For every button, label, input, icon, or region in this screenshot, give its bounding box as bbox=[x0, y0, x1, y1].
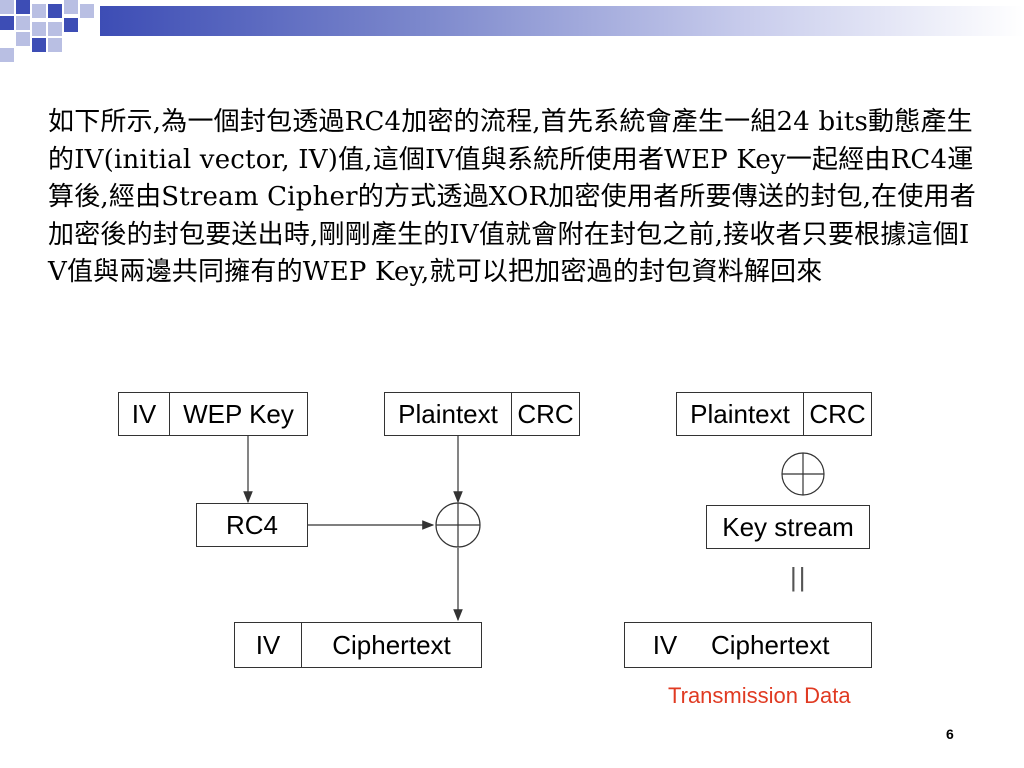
iv-wep-key-box: IV WEP Key bbox=[118, 392, 308, 436]
wep-key-label: WEP Key bbox=[169, 393, 307, 435]
equals-sign: || bbox=[790, 562, 808, 592]
ciphertext-label: Ciphertext bbox=[301, 623, 481, 667]
decor-square bbox=[64, 0, 78, 14]
iv-label: IV bbox=[131, 398, 157, 429]
decor-square bbox=[48, 4, 62, 18]
iv-label: IV bbox=[652, 629, 678, 660]
crc-label: CRC bbox=[511, 393, 579, 435]
iv-ciphertext-box: IV Ciphertext bbox=[234, 622, 482, 668]
iv-label: IV bbox=[255, 629, 281, 660]
decor-square bbox=[32, 22, 46, 36]
decor-square bbox=[16, 16, 30, 30]
iv-ciphertext-box: IV Ciphertext bbox=[624, 622, 872, 668]
xor-icon bbox=[435, 502, 481, 548]
decor-square bbox=[32, 4, 46, 18]
decor-square bbox=[0, 0, 14, 14]
page-number: 6 bbox=[946, 726, 954, 742]
decor-square bbox=[48, 38, 62, 52]
plaintext-label: Plaintext bbox=[690, 398, 790, 429]
decor-square bbox=[0, 16, 14, 30]
rc4-box: RC4 bbox=[196, 503, 308, 547]
decor-square bbox=[0, 48, 14, 62]
body-paragraph: 如下所示,為一個封包透過RC4加密的流程,首先系統會產生一組24 bits動態產… bbox=[48, 107, 976, 287]
title-bar-gradient bbox=[100, 6, 1024, 36]
key-stream-label: Key stream bbox=[722, 511, 854, 542]
ciphertext-label: Ciphertext bbox=[711, 629, 830, 660]
crc-label: CRC bbox=[803, 393, 871, 435]
transmission-data-caption: Transmission Data bbox=[668, 683, 851, 708]
decor-square bbox=[48, 22, 62, 36]
xor-icon bbox=[781, 452, 825, 496]
plaintext-crc-box: Plaintext CRC bbox=[676, 392, 872, 436]
rc4-label: RC4 bbox=[225, 509, 278, 540]
key-stream-box: Key stream bbox=[706, 505, 870, 549]
plaintext-crc-box: Plaintext CRC bbox=[384, 392, 580, 436]
decor-square bbox=[16, 32, 30, 46]
plaintext-label: Plaintext bbox=[398, 398, 498, 429]
decor-square bbox=[64, 18, 78, 32]
decor-square bbox=[32, 38, 46, 52]
decor-square bbox=[16, 0, 30, 14]
decor-square bbox=[80, 4, 94, 18]
